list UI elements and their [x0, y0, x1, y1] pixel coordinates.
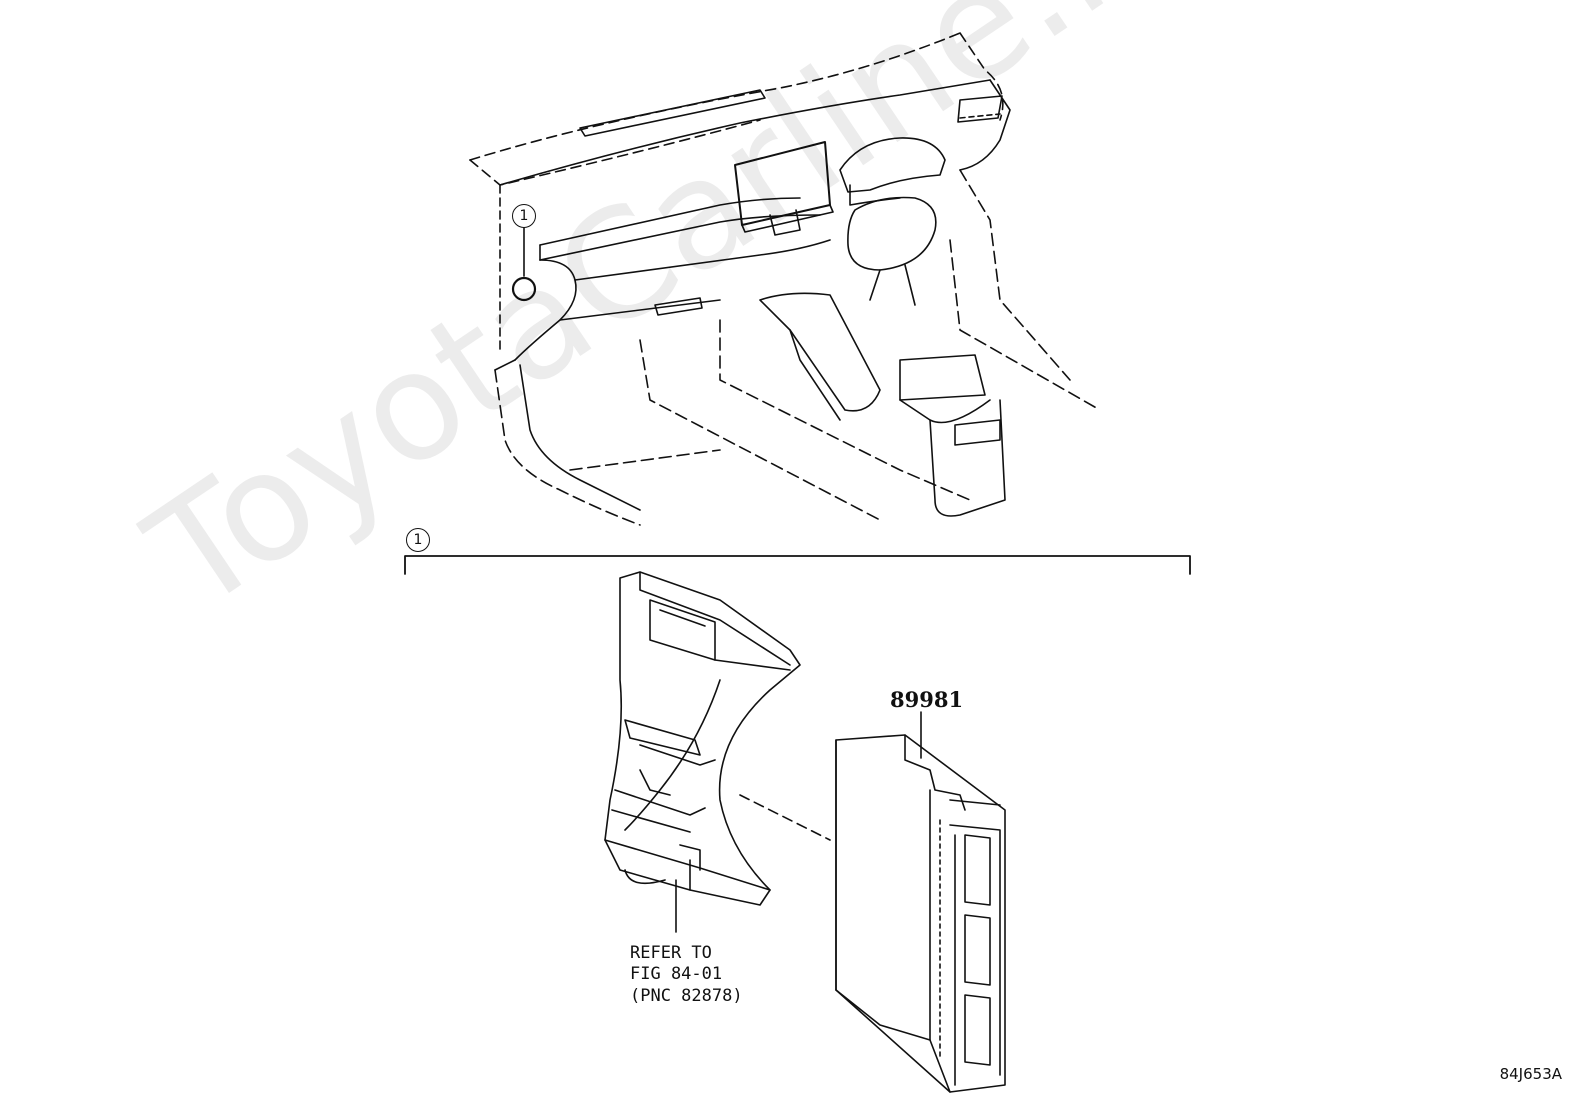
group-bracket — [404, 555, 1191, 575]
refer-note-line1: REFER TO — [630, 943, 712, 963]
assembly-line — [739, 794, 831, 841]
callout-1-group: 1 — [406, 528, 430, 552]
mounting-bracket — [604, 571, 801, 933]
refer-note-line2: FIG 84-01 — [630, 964, 723, 984]
dashboard-overview — [469, 32, 1101, 526]
callout-1-top: 1 — [512, 204, 536, 228]
ecu-module — [835, 711, 1006, 1093]
refer-note-line3: (PNC 82878) — [630, 986, 743, 1006]
figure-code: 84J653A — [1499, 1065, 1562, 1083]
part-number-label: 89981 — [890, 687, 964, 712]
